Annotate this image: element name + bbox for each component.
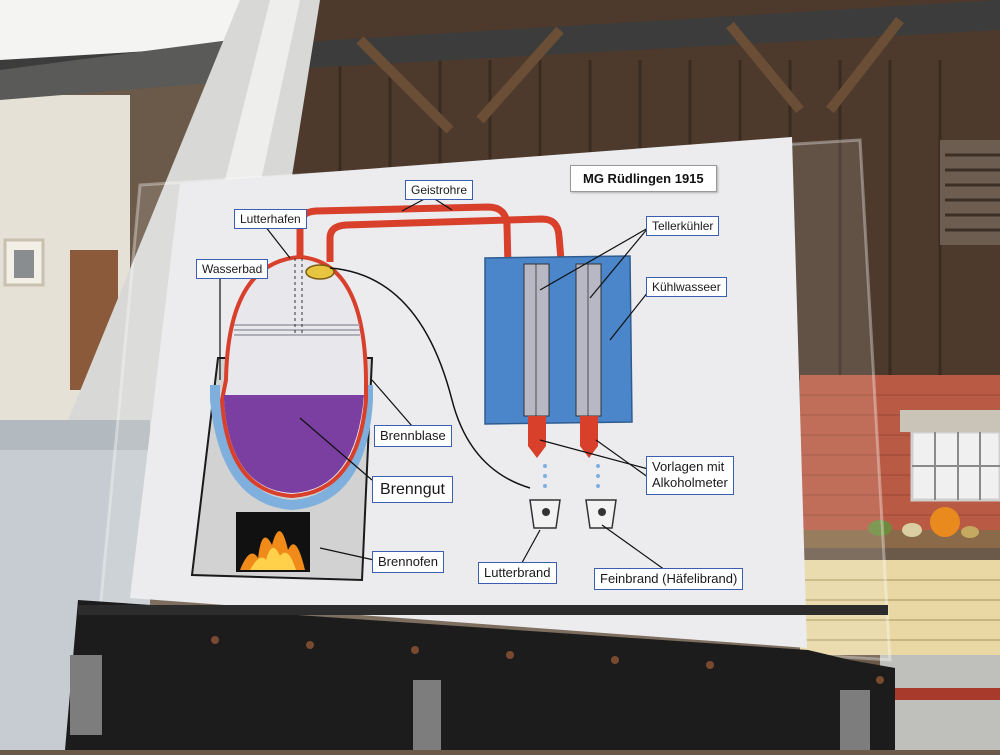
label-vorlagen: Vorlagen mit Alkoholmeter — [646, 456, 734, 495]
cooler-tube-right — [575, 263, 602, 417]
roof-beams — [356, 16, 904, 134]
label-brennofen: Brennofen — [372, 551, 444, 573]
clamp-center — [413, 680, 441, 750]
clamp-right — [840, 690, 870, 750]
label-wasserbad: Wasserbad — [196, 259, 269, 280]
label-tellerkuehler: Tellerkühler — [646, 216, 720, 237]
label-feinbrand: Feinbrand (Häfelibrand) — [594, 568, 744, 590]
label-geistrohre: Geistrohre — [405, 180, 474, 201]
label-vorlagen-line1: Vorlagen mit — [652, 459, 725, 474]
clamp-left — [70, 655, 102, 735]
label-lutterbrand: Lutterbrand — [478, 562, 557, 584]
easel-frame — [65, 600, 895, 750]
label-vorlagen-line2: Alkoholmeter — [652, 475, 728, 491]
label-brenngut: Brenngut — [372, 476, 453, 504]
label-lutterhafen: Lutterhafen — [234, 209, 307, 230]
cooler-tank — [484, 255, 633, 425]
water-bath — [210, 385, 373, 511]
poster-title: MG Rüdlingen 1915 — [570, 165, 717, 192]
label-brennblase: Brennblase — [374, 425, 452, 447]
mash — [224, 395, 364, 493]
ground — [880, 655, 1000, 750]
house-roof — [0, 40, 250, 100]
outlet-left — [528, 416, 546, 458]
lutterhafen-valve — [305, 264, 335, 280]
louver-vent — [940, 140, 1000, 245]
cooler-tube-left — [523, 263, 550, 417]
label-kuehlwasser: Kühlwasseer — [646, 277, 727, 298]
pumpkin — [930, 507, 960, 537]
outlet-right — [580, 416, 598, 458]
